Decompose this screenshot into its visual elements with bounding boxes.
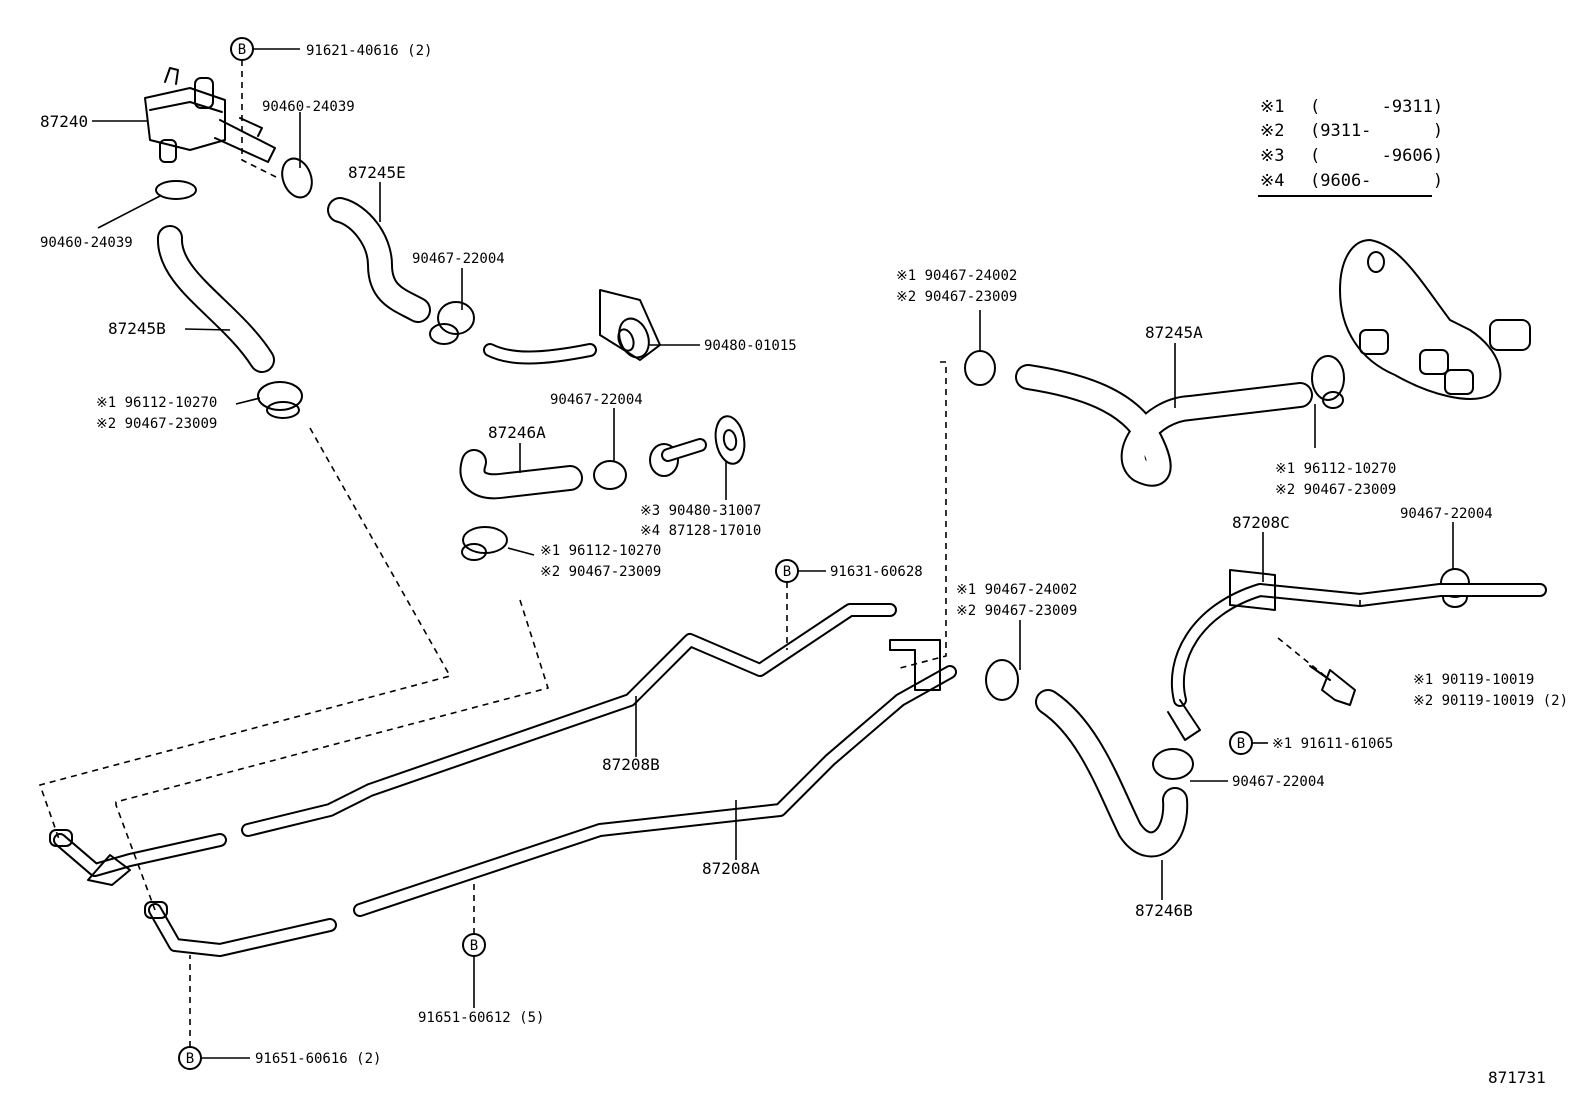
water-pipe-87208B xyxy=(49,603,897,886)
label-96112-10270-c: ※1 96112-10270 xyxy=(1275,461,1396,477)
legend-range-3: ( -9606) xyxy=(1310,146,1443,166)
label-87208C: 87208C xyxy=(1232,513,1290,532)
water-pipe-87208C xyxy=(1167,569,1547,741)
legend-mark-1: ※1 xyxy=(1260,97,1284,117)
label-90467-24002-b: ※1 90467-24002 xyxy=(956,582,1077,598)
label-90460-24039-top: 90460-24039 xyxy=(262,99,355,115)
bolt-mark-1: B xyxy=(238,42,246,58)
bolt-mark-2: B xyxy=(783,564,791,580)
label-91611-61065: ※1 91611-61065 xyxy=(1272,736,1393,752)
label-90480-31007: ※3 90480-31007 xyxy=(640,503,761,519)
label-90467-22004-b: 90467-22004 xyxy=(550,392,643,408)
label-90467-24002-a: ※1 90467-24002 xyxy=(896,268,1017,284)
label-90467-23009-d: ※2 90467-23009 xyxy=(1275,482,1396,498)
label-96112-10270-b: ※1 96112-10270 xyxy=(540,543,661,559)
label-91651-60616: 91651-60616 (2) xyxy=(255,1051,381,1067)
label-90119-10019-1: ※1 90119-10019 xyxy=(1413,672,1534,688)
water-pipe-87208A xyxy=(144,639,957,957)
legend-range-1: ( -9311) xyxy=(1310,97,1443,117)
label-90467-22004-a: 90467-22004 xyxy=(412,251,505,267)
label-90467-22004-d: 90467-22004 xyxy=(1232,774,1325,790)
figure-number: 871731 xyxy=(1488,1068,1546,1087)
label-87208B: 87208B xyxy=(602,755,660,774)
label-87240: 87240 xyxy=(40,112,88,131)
label-87128-17010: ※4 87128-17010 xyxy=(640,523,761,539)
legend-range-4: (9606- ) xyxy=(1310,171,1443,191)
legend-mark-4: ※4 xyxy=(1260,171,1284,191)
part-labels: 91621-40616 (2) 87240 90460-24039 90460-… xyxy=(40,43,1568,1087)
label-87245B: 87245B xyxy=(108,319,166,338)
label-91621-40616: 91621-40616 (2) xyxy=(306,43,432,59)
grommets xyxy=(599,289,746,465)
label-91631-60628: 91631-60628 xyxy=(830,564,923,580)
label-90467-23009-b: ※2 90467-23009 xyxy=(540,564,661,580)
leader-lines xyxy=(92,48,1454,1059)
label-90467-23009-a: ※2 90467-23009 xyxy=(96,416,217,432)
bolt-markers: B B B B B xyxy=(178,37,1253,1070)
heater-hoses xyxy=(157,197,1313,858)
label-90467-23009-e: ※2 90467-23009 xyxy=(956,603,1077,619)
label-90460-24039-left: 90460-24039 xyxy=(40,235,133,251)
label-90119-10019-2: ※2 90119-10019 (2) xyxy=(1413,693,1568,709)
bolt-mark-4: B xyxy=(186,1051,194,1067)
bolt-90119 xyxy=(1309,665,1356,706)
legend-mark-3: ※3 xyxy=(1260,146,1284,166)
label-87246A: 87246A xyxy=(488,423,546,442)
bolt-mark-5: B xyxy=(1237,736,1245,752)
legend-range-2: (9311- ) xyxy=(1310,121,1443,141)
bolt-mark-3: B xyxy=(470,938,478,954)
hose-clamps xyxy=(155,157,1470,780)
label-90467-22004-c: 90467-22004 xyxy=(1400,506,1493,522)
legend: ※1 ( -9311) ※2 (9311- ) ※3 ( -9606) ※4 (… xyxy=(1258,97,1443,197)
label-87245A: 87245A xyxy=(1145,323,1203,342)
label-87246B: 87246B xyxy=(1135,901,1193,920)
label-96112-10270-a: ※1 96112-10270 xyxy=(96,395,217,411)
label-90480-01015: 90480-01015 xyxy=(704,338,797,354)
heater-water-valve xyxy=(144,67,276,163)
label-87208A: 87208A xyxy=(702,859,760,878)
water-outlet-housing xyxy=(1339,239,1531,400)
label-91651-60612: 91651-60612 (5) xyxy=(418,1010,544,1026)
legend-mark-2: ※2 xyxy=(1260,121,1284,141)
label-90467-23009-c: ※2 90467-23009 xyxy=(896,289,1017,305)
assembly-lines xyxy=(38,60,1361,1047)
label-87245E: 87245E xyxy=(348,163,406,182)
